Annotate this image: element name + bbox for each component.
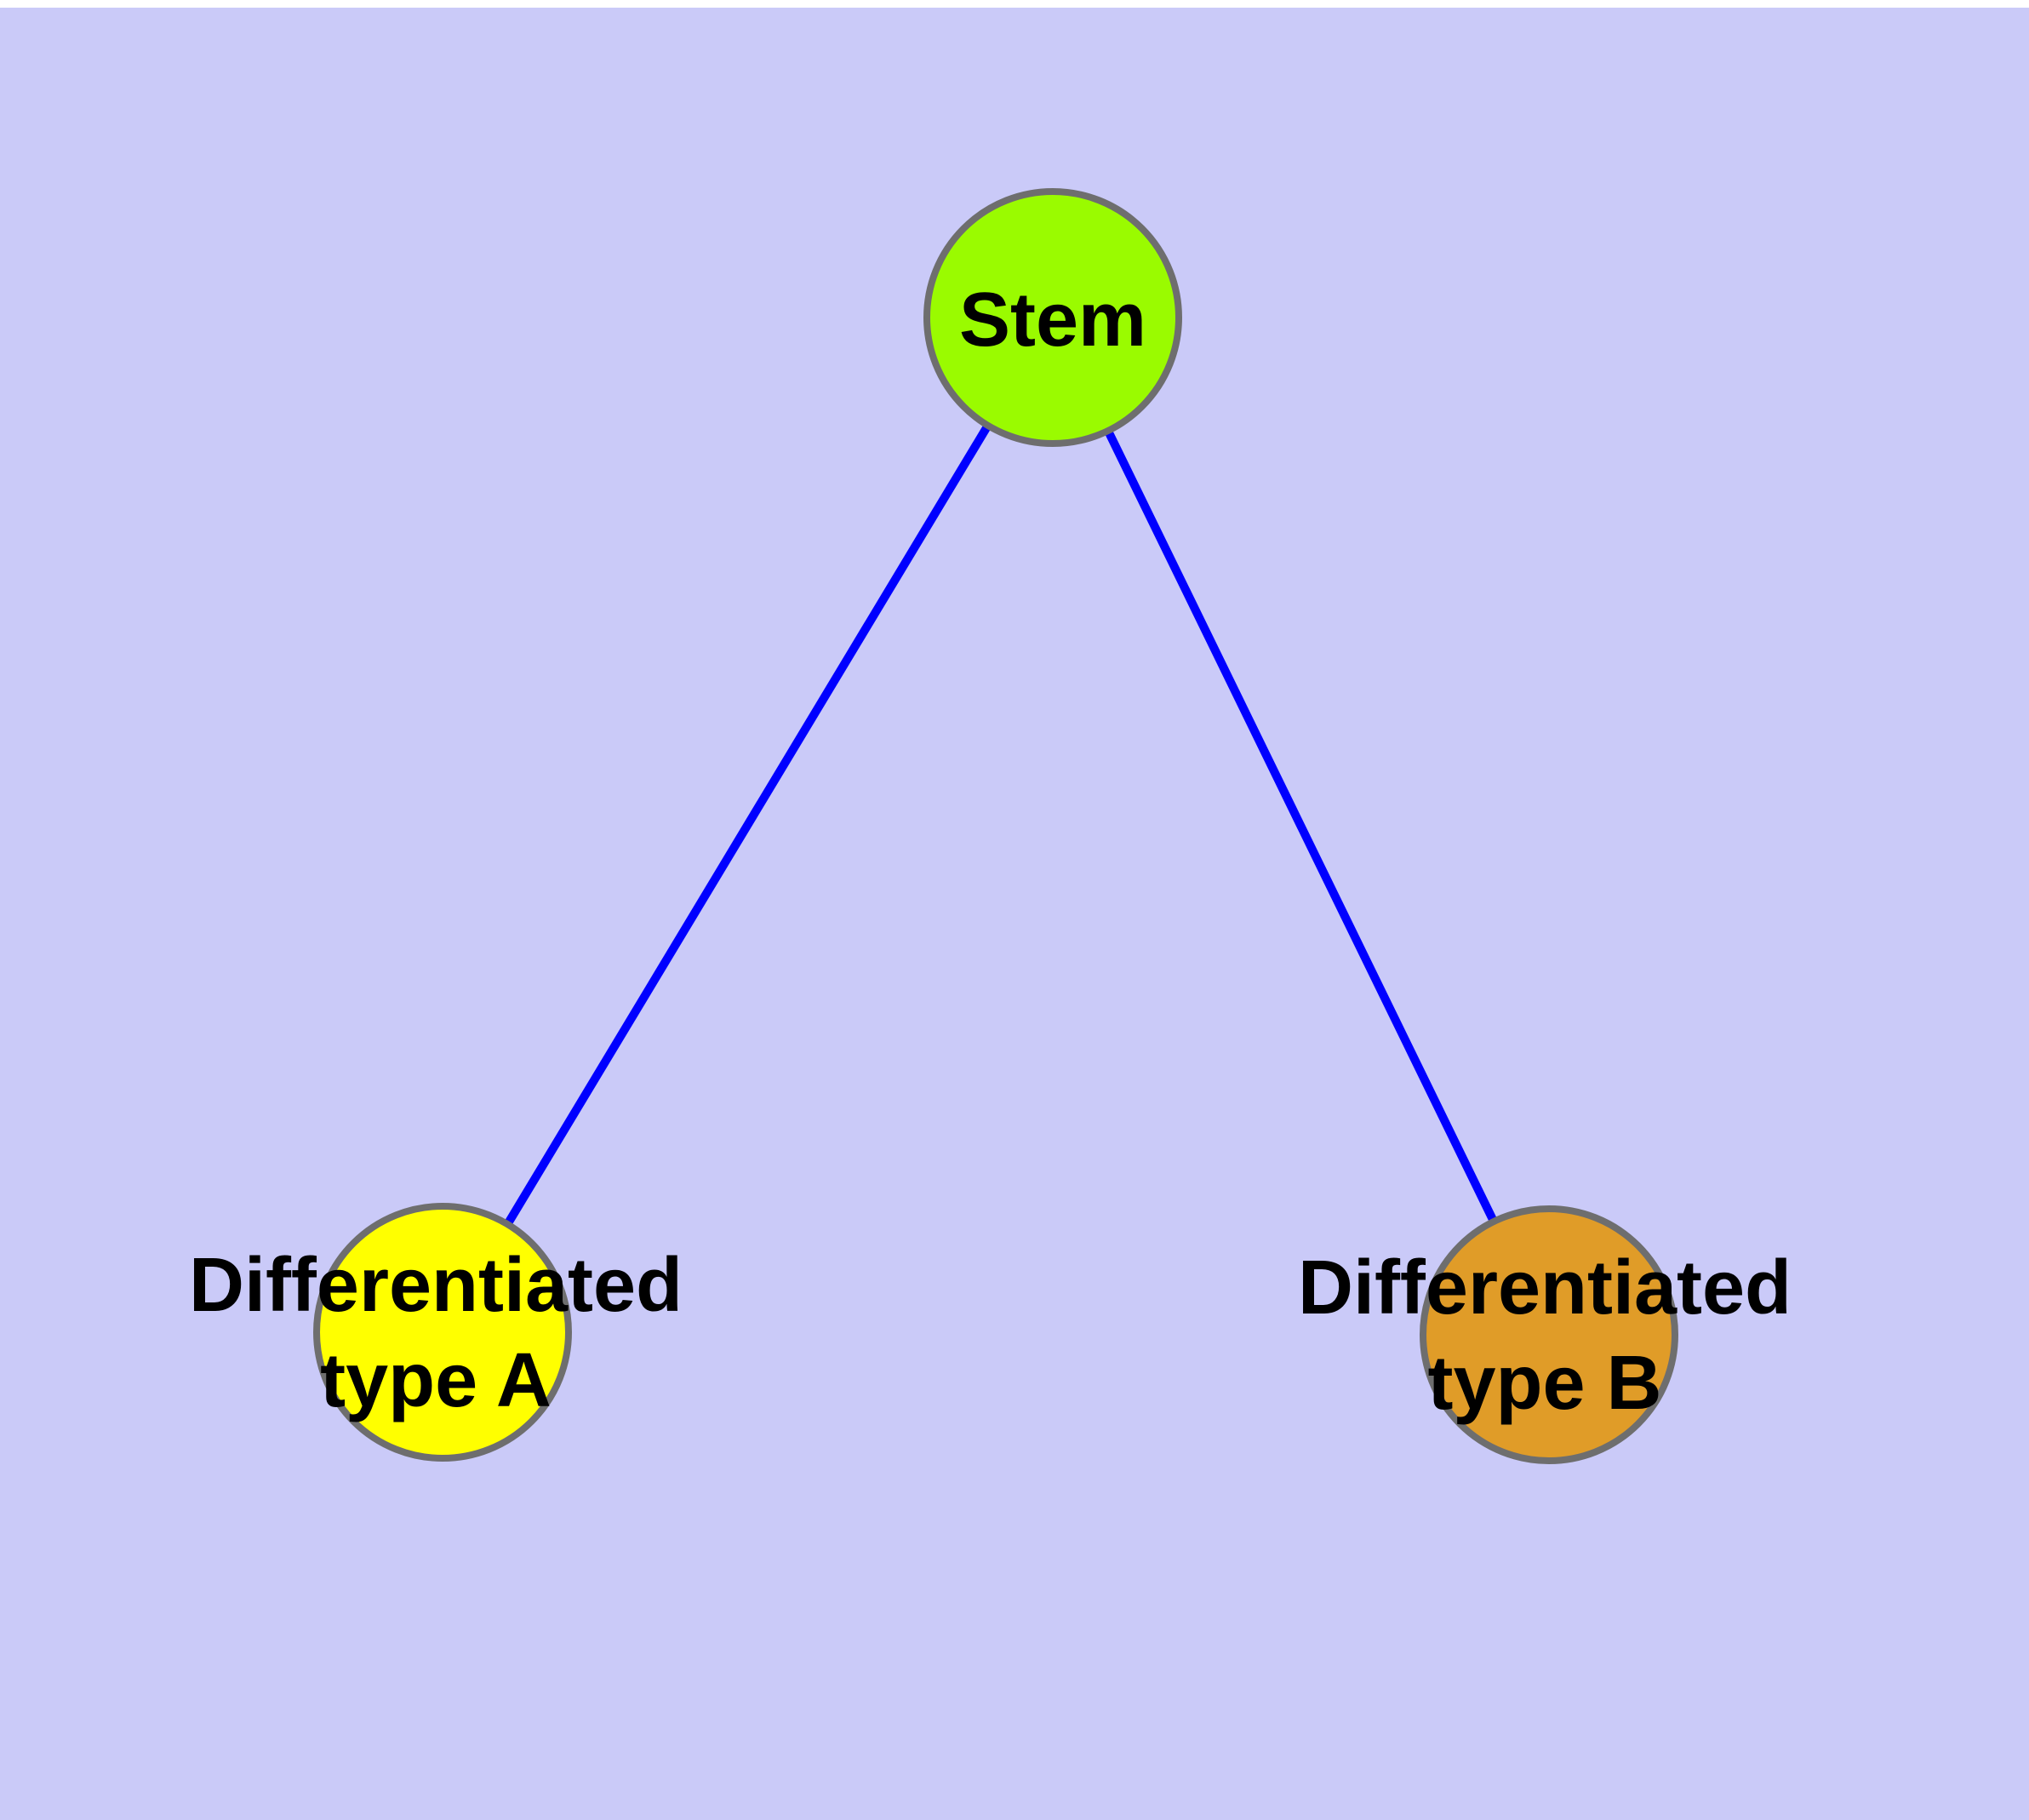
node-type-a-label-line1: Differentiated [189, 1243, 683, 1328]
node-differentiated-type-b [1420, 1205, 1678, 1464]
node-type-a-label-line2: type A [320, 1338, 552, 1423]
node-stem [923, 188, 1182, 447]
edge-stem-to-type-a [438, 315, 1057, 1335]
node-type-b-label-line2: type B [1427, 1341, 1661, 1426]
node-stem-label: Stem [959, 278, 1146, 363]
node-differentiated-type-a [313, 1203, 572, 1462]
edge-stem-to-type-b [1049, 315, 1553, 1337]
node-type-b-label-line1: Differentiated [1298, 1245, 1792, 1331]
